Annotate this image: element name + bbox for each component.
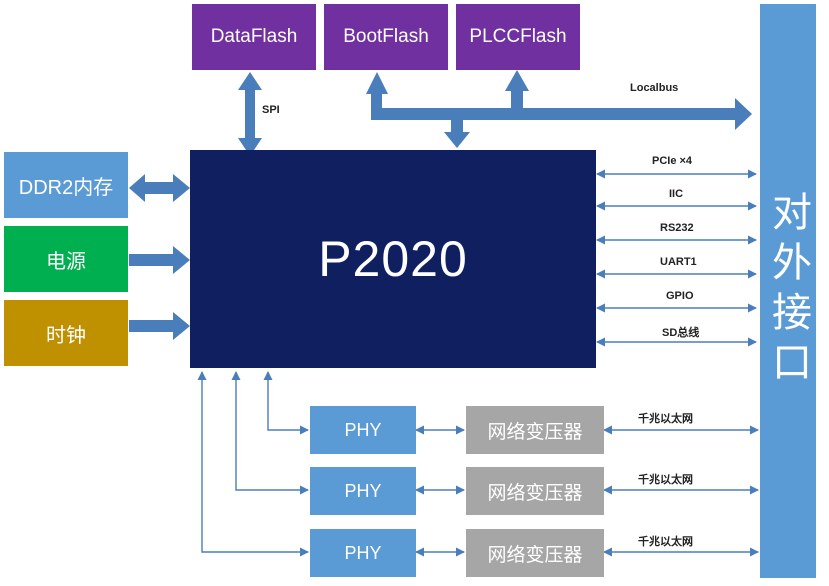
- clock-block: 时钟: [4, 300, 128, 366]
- left-arrows: [129, 174, 190, 340]
- plccflash-label: PLCCFlash: [469, 26, 567, 47]
- localbus-label: Localbus: [630, 82, 679, 94]
- dataflash-block: DataFlash: [192, 4, 316, 70]
- phy-connectors: [197, 371, 309, 557]
- phy-block-2: PHY: [310, 467, 416, 515]
- transformer-block-1: 网络变压器: [466, 406, 604, 454]
- power-arrow: [129, 246, 190, 274]
- ddr2-block: DDR2内存: [4, 152, 128, 218]
- clock-arrow: [129, 312, 190, 340]
- phy-label-2: PHY: [344, 480, 382, 501]
- external-interface-block: 对外接口: [760, 4, 816, 578]
- ethernet-label-1: 千兆以太网: [638, 413, 693, 425]
- bootflash-block: BootFlash: [324, 4, 448, 70]
- ddr2-double-arrow: [129, 174, 190, 202]
- transformer-block-3: 网络变压器: [466, 529, 604, 577]
- bus-lines: [596, 169, 757, 347]
- cpu-block: P2020: [190, 150, 596, 368]
- plccflash-block: PLCCFlash: [456, 4, 580, 70]
- spi-label: SPI: [262, 104, 280, 116]
- cpu-phy3-line: [197, 371, 309, 557]
- clock-label: 时钟: [46, 324, 86, 347]
- phy-label-3: PHY: [344, 542, 382, 563]
- localbus-horizontal-arrow: [371, 98, 752, 130]
- transformer-label-2: 网络变压器: [487, 482, 583, 504]
- bus-label-uart1: UART1: [660, 256, 697, 268]
- phy-block-3: PHY: [310, 529, 416, 577]
- cpu-phy2-line: [231, 371, 309, 495]
- plccflash-up-arrow: [505, 70, 529, 108]
- cpu-label: P2020: [318, 231, 468, 287]
- transformer-label-3: 网络变压器: [487, 544, 583, 566]
- bootflash-label: BootFlash: [343, 26, 429, 47]
- phy-block-1: PHY: [310, 406, 416, 454]
- bootflash-up-arrow: [366, 72, 388, 112]
- localbus-arrows: [238, 70, 752, 156]
- spi-double-arrow: [238, 72, 262, 156]
- ethernet-lines: [415, 425, 759, 557]
- power-label: 电源: [46, 250, 86, 273]
- transformer-block-2: 网络变压器: [466, 467, 604, 515]
- external-interface-label: 对外接口: [766, 191, 810, 391]
- phy-label-1: PHY: [344, 419, 382, 440]
- transformer-label-1: 网络变压器: [487, 421, 583, 443]
- dataflash-label: DataFlash: [210, 26, 298, 47]
- ddr2-label: DDR2内存: [18, 176, 114, 199]
- cpu-phy1-line: [263, 371, 309, 435]
- cpu-down-arrow: [444, 120, 470, 148]
- bus-label-iic: IIC: [669, 188, 684, 200]
- ethernet-label-2: 千兆以太网: [638, 474, 693, 486]
- ethernet-label-3: 千兆以太网: [638, 536, 693, 548]
- bus-label-pcie: PCIe ×4: [652, 155, 693, 167]
- power-block: 电源: [4, 226, 128, 292]
- bus-label-gpio: GPIO: [666, 290, 694, 302]
- bus-label-rs232: RS232: [660, 222, 694, 234]
- bus-label-sd: SD总线: [662, 327, 700, 339]
